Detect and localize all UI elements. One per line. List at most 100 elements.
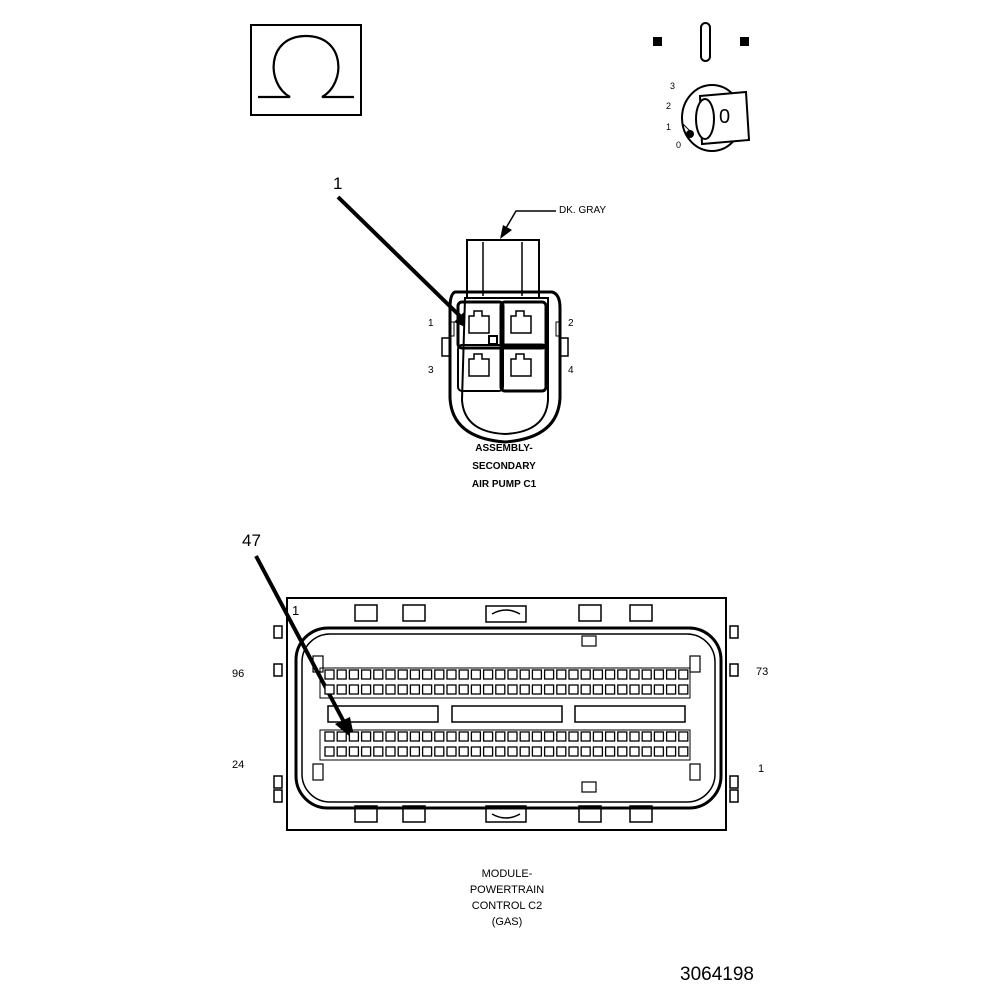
pin-cavity <box>629 684 640 695</box>
pin-cavity <box>458 731 469 742</box>
pin-cavity <box>336 746 347 757</box>
pin-cavity <box>665 746 677 757</box>
pcm-caption: MODULE- POWERTRAIN CONTROL C2 (GAS) <box>446 866 568 930</box>
air-pump-caption-line-2: SECONDARY <box>472 461 536 472</box>
pin-cavity <box>397 731 408 742</box>
pin-cavity <box>653 731 665 742</box>
pin-cavity <box>641 669 652 680</box>
pin-cavity <box>434 746 445 757</box>
pin-cavity <box>421 746 433 757</box>
pin-cavity <box>482 684 494 695</box>
air-pump-caption: ASSEMBLY- SECONDARY AIR PUMP C1 <box>442 440 566 494</box>
pin-cavity <box>482 669 494 680</box>
pin-cavity <box>653 746 665 757</box>
pin-cavity <box>336 684 347 695</box>
pin-cavity <box>385 731 396 742</box>
figure-number: 3064198 <box>680 964 754 985</box>
pin-cavity <box>421 669 433 680</box>
pin-cavity <box>507 731 518 742</box>
pin-cavity <box>397 746 408 757</box>
ignition-switch-icon <box>653 22 751 152</box>
pcm-corner-mark: 1 <box>292 603 300 618</box>
pin-cavity <box>531 746 543 757</box>
pin-cavity <box>604 746 616 757</box>
pin-cavity <box>495 684 506 695</box>
pin-cavity <box>592 731 604 742</box>
pin-cavity <box>641 731 652 742</box>
pin-cavity <box>568 669 579 680</box>
pin-cavity <box>592 684 604 695</box>
pin-cavity <box>604 684 616 695</box>
pin-cavity <box>446 731 457 742</box>
pin-cavity <box>568 731 579 742</box>
pin-cavity <box>653 669 665 680</box>
pin-cavity <box>495 669 506 680</box>
pin-cavity <box>373 669 384 680</box>
pin-cavity <box>421 684 433 695</box>
pin-cavity <box>470 669 482 680</box>
pcm-caption-line-4: (GAS) <box>491 916 523 928</box>
pin-cavity <box>678 746 689 757</box>
pin-cavity <box>580 746 591 757</box>
ignition-position-1: 1 <box>666 122 672 132</box>
pcm-callout: 47 <box>242 531 261 550</box>
pcm-caption-line-3: CONTROL C2 <box>471 900 543 912</box>
ignition-position-0: 0 <box>676 140 682 150</box>
pin-cavity <box>434 684 445 695</box>
pin-cavity <box>543 684 555 695</box>
ignition-position-3: 3 <box>670 81 676 91</box>
pin-cavity <box>446 669 457 680</box>
pin-cavity <box>580 684 591 695</box>
pin-cavity <box>482 731 494 742</box>
pin-cavity <box>360 684 372 695</box>
pin-cavity <box>409 746 421 757</box>
omega-symbol-box <box>250 24 362 116</box>
pin-cavity <box>470 746 482 757</box>
pin-cavity <box>385 746 396 757</box>
pin-cavity <box>360 669 372 680</box>
pin-cavity <box>678 669 689 680</box>
pin-cavity <box>324 684 335 695</box>
pcm-pin-96: 96 <box>232 668 245 680</box>
pin-cavity <box>580 731 591 742</box>
pin-cavity <box>324 731 335 742</box>
pin-cavity <box>482 746 494 757</box>
pin-cavity <box>385 669 396 680</box>
pin-cavity <box>348 731 360 742</box>
pcm-pin-24: 24 <box>232 759 245 771</box>
pin-cavity <box>519 669 530 680</box>
pin-cavity <box>629 669 640 680</box>
pin-cavity <box>507 669 518 680</box>
pcm-connector <box>273 597 739 831</box>
pin-cavity <box>348 669 360 680</box>
pin-cavity <box>470 684 482 695</box>
pin-cavity <box>556 731 567 742</box>
pin-cavity <box>409 731 421 742</box>
pin-cavity <box>531 684 543 695</box>
pin-cavity <box>409 684 421 695</box>
pin-cavity <box>397 684 408 695</box>
air-pump-pin-4: 4 <box>568 365 574 376</box>
pin-cavity <box>446 684 457 695</box>
pin-cavity <box>495 746 506 757</box>
pin-cavity <box>336 731 347 742</box>
pin-cavity <box>348 746 360 757</box>
pin-cavity <box>617 731 628 742</box>
pin-cavity <box>617 669 628 680</box>
pin-cavity <box>556 684 567 695</box>
air-pump-caption-line-1: ASSEMBLY- <box>475 443 533 454</box>
pin-cavity <box>397 669 408 680</box>
pin-cavity <box>324 746 335 757</box>
pin-cavity <box>409 669 421 680</box>
air-pump-connector <box>441 239 569 444</box>
pin-cavity <box>653 684 665 695</box>
ignition-key-glyph: 0 <box>719 106 731 128</box>
pin-cavity <box>434 669 445 680</box>
air-pump-pin-2: 2 <box>568 318 574 329</box>
pin-cavity <box>629 731 640 742</box>
pin-cavity <box>373 684 384 695</box>
air-pump-caption-line-3: AIR PUMP C1 <box>471 479 537 490</box>
pin-cavity <box>360 731 372 742</box>
pin-cavity <box>604 731 616 742</box>
